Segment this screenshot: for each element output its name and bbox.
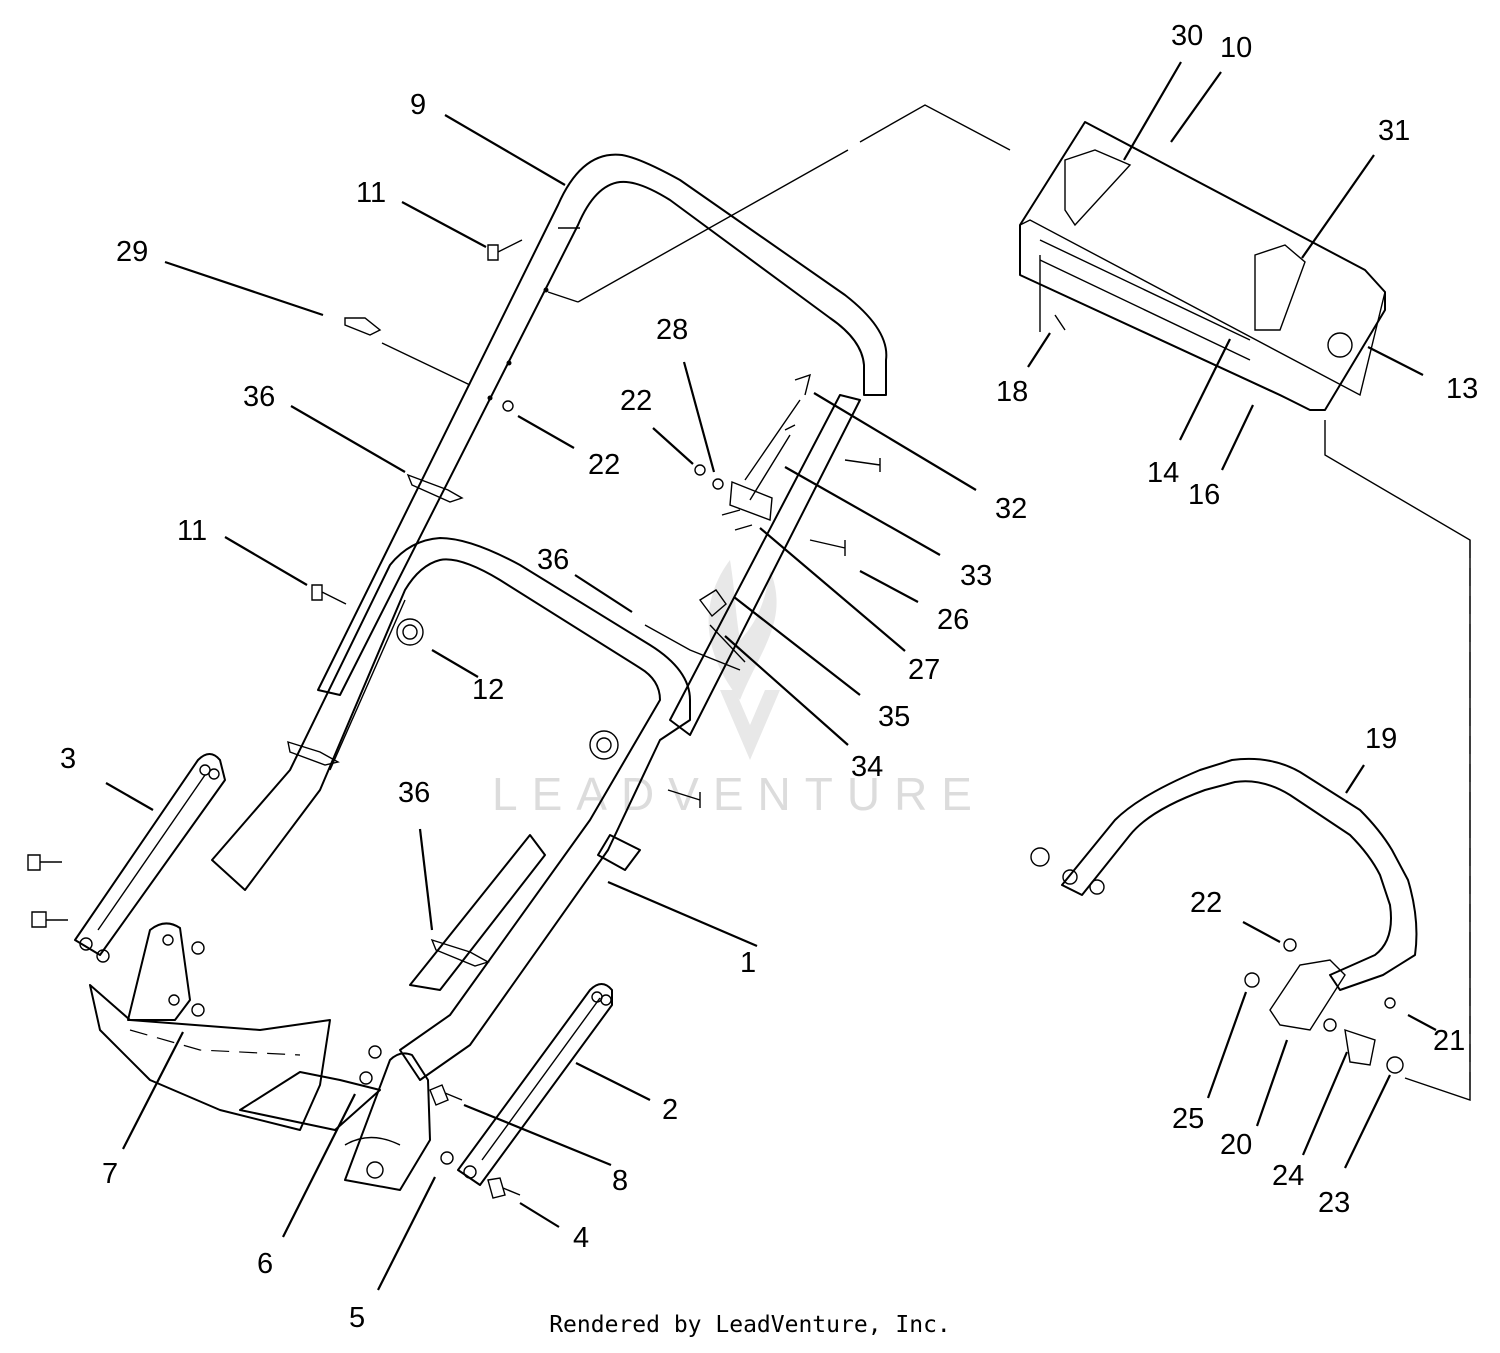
right-rail [457, 983, 613, 1186]
callout-34: 34 [851, 751, 883, 783]
callout-30: 30 [1171, 20, 1203, 52]
watermark-text: LEADVENTURE [492, 768, 986, 820]
callout-35: 35 [878, 701, 910, 733]
callout-29: 29 [116, 236, 148, 268]
callout-18: 18 [996, 376, 1028, 408]
callout-10: 10 [1220, 32, 1252, 64]
footer-credit: Rendered by LeadVenture, Inc. [549, 1312, 951, 1338]
callout-6: 6 [257, 1248, 273, 1280]
callout-labels: 1 2 3 4 5 6 7 8 9 10 11 11 12 13 14 16 1… [60, 20, 1478, 1334]
callout-2: 2 [662, 1094, 678, 1126]
callout-16: 16 [1188, 479, 1220, 511]
callout-21: 21 [1433, 1025, 1465, 1057]
callout-4: 4 [573, 1222, 589, 1254]
callout-25: 25 [1172, 1103, 1204, 1135]
callout-32: 32 [995, 493, 1027, 525]
callout-12: 12 [472, 674, 504, 706]
upper-handle [317, 153, 888, 696]
callout-28: 28 [656, 314, 688, 346]
fasteners [27, 239, 881, 1199]
left-rail [74, 753, 226, 956]
callout-19: 19 [1365, 723, 1397, 755]
callout-3: 3 [60, 743, 76, 775]
callout-22b: 22 [588, 449, 620, 481]
leader-lines [105, 61, 1437, 1291]
callout-24: 24 [1272, 1160, 1304, 1192]
callout-14: 14 [1147, 457, 1179, 489]
callout-11a: 11 [356, 177, 386, 209]
callout-1: 1 [740, 947, 756, 979]
callout-26: 26 [937, 604, 969, 636]
callout-31: 31 [1378, 115, 1410, 147]
callout-36a: 36 [243, 381, 275, 413]
callout-27: 27 [908, 654, 940, 686]
mower-deck [89, 834, 546, 1131]
control-panel-box [1019, 121, 1386, 411]
callout-11b: 11 [177, 515, 207, 547]
callout-33: 33 [960, 560, 992, 592]
assembly-lines [129, 104, 1471, 1101]
callout-36c: 36 [398, 777, 430, 809]
watermark: LEADVENTURE [492, 560, 986, 820]
lower-handle [211, 394, 861, 1081]
callout-22c: 22 [1190, 887, 1222, 919]
callout-36b: 36 [537, 544, 569, 576]
callout-5: 5 [349, 1302, 365, 1334]
callout-7: 7 [102, 1158, 118, 1190]
right-bracket [344, 1052, 431, 1191]
callout-20: 20 [1220, 1129, 1252, 1161]
callout-13: 13 [1446, 373, 1478, 405]
callout-8: 8 [612, 1165, 628, 1197]
left-bracket [127, 922, 191, 1021]
callout-9: 9 [410, 89, 426, 121]
callout-22a: 22 [620, 385, 652, 417]
bail-bar [1030, 757, 1418, 1074]
callout-23: 23 [1318, 1187, 1350, 1219]
